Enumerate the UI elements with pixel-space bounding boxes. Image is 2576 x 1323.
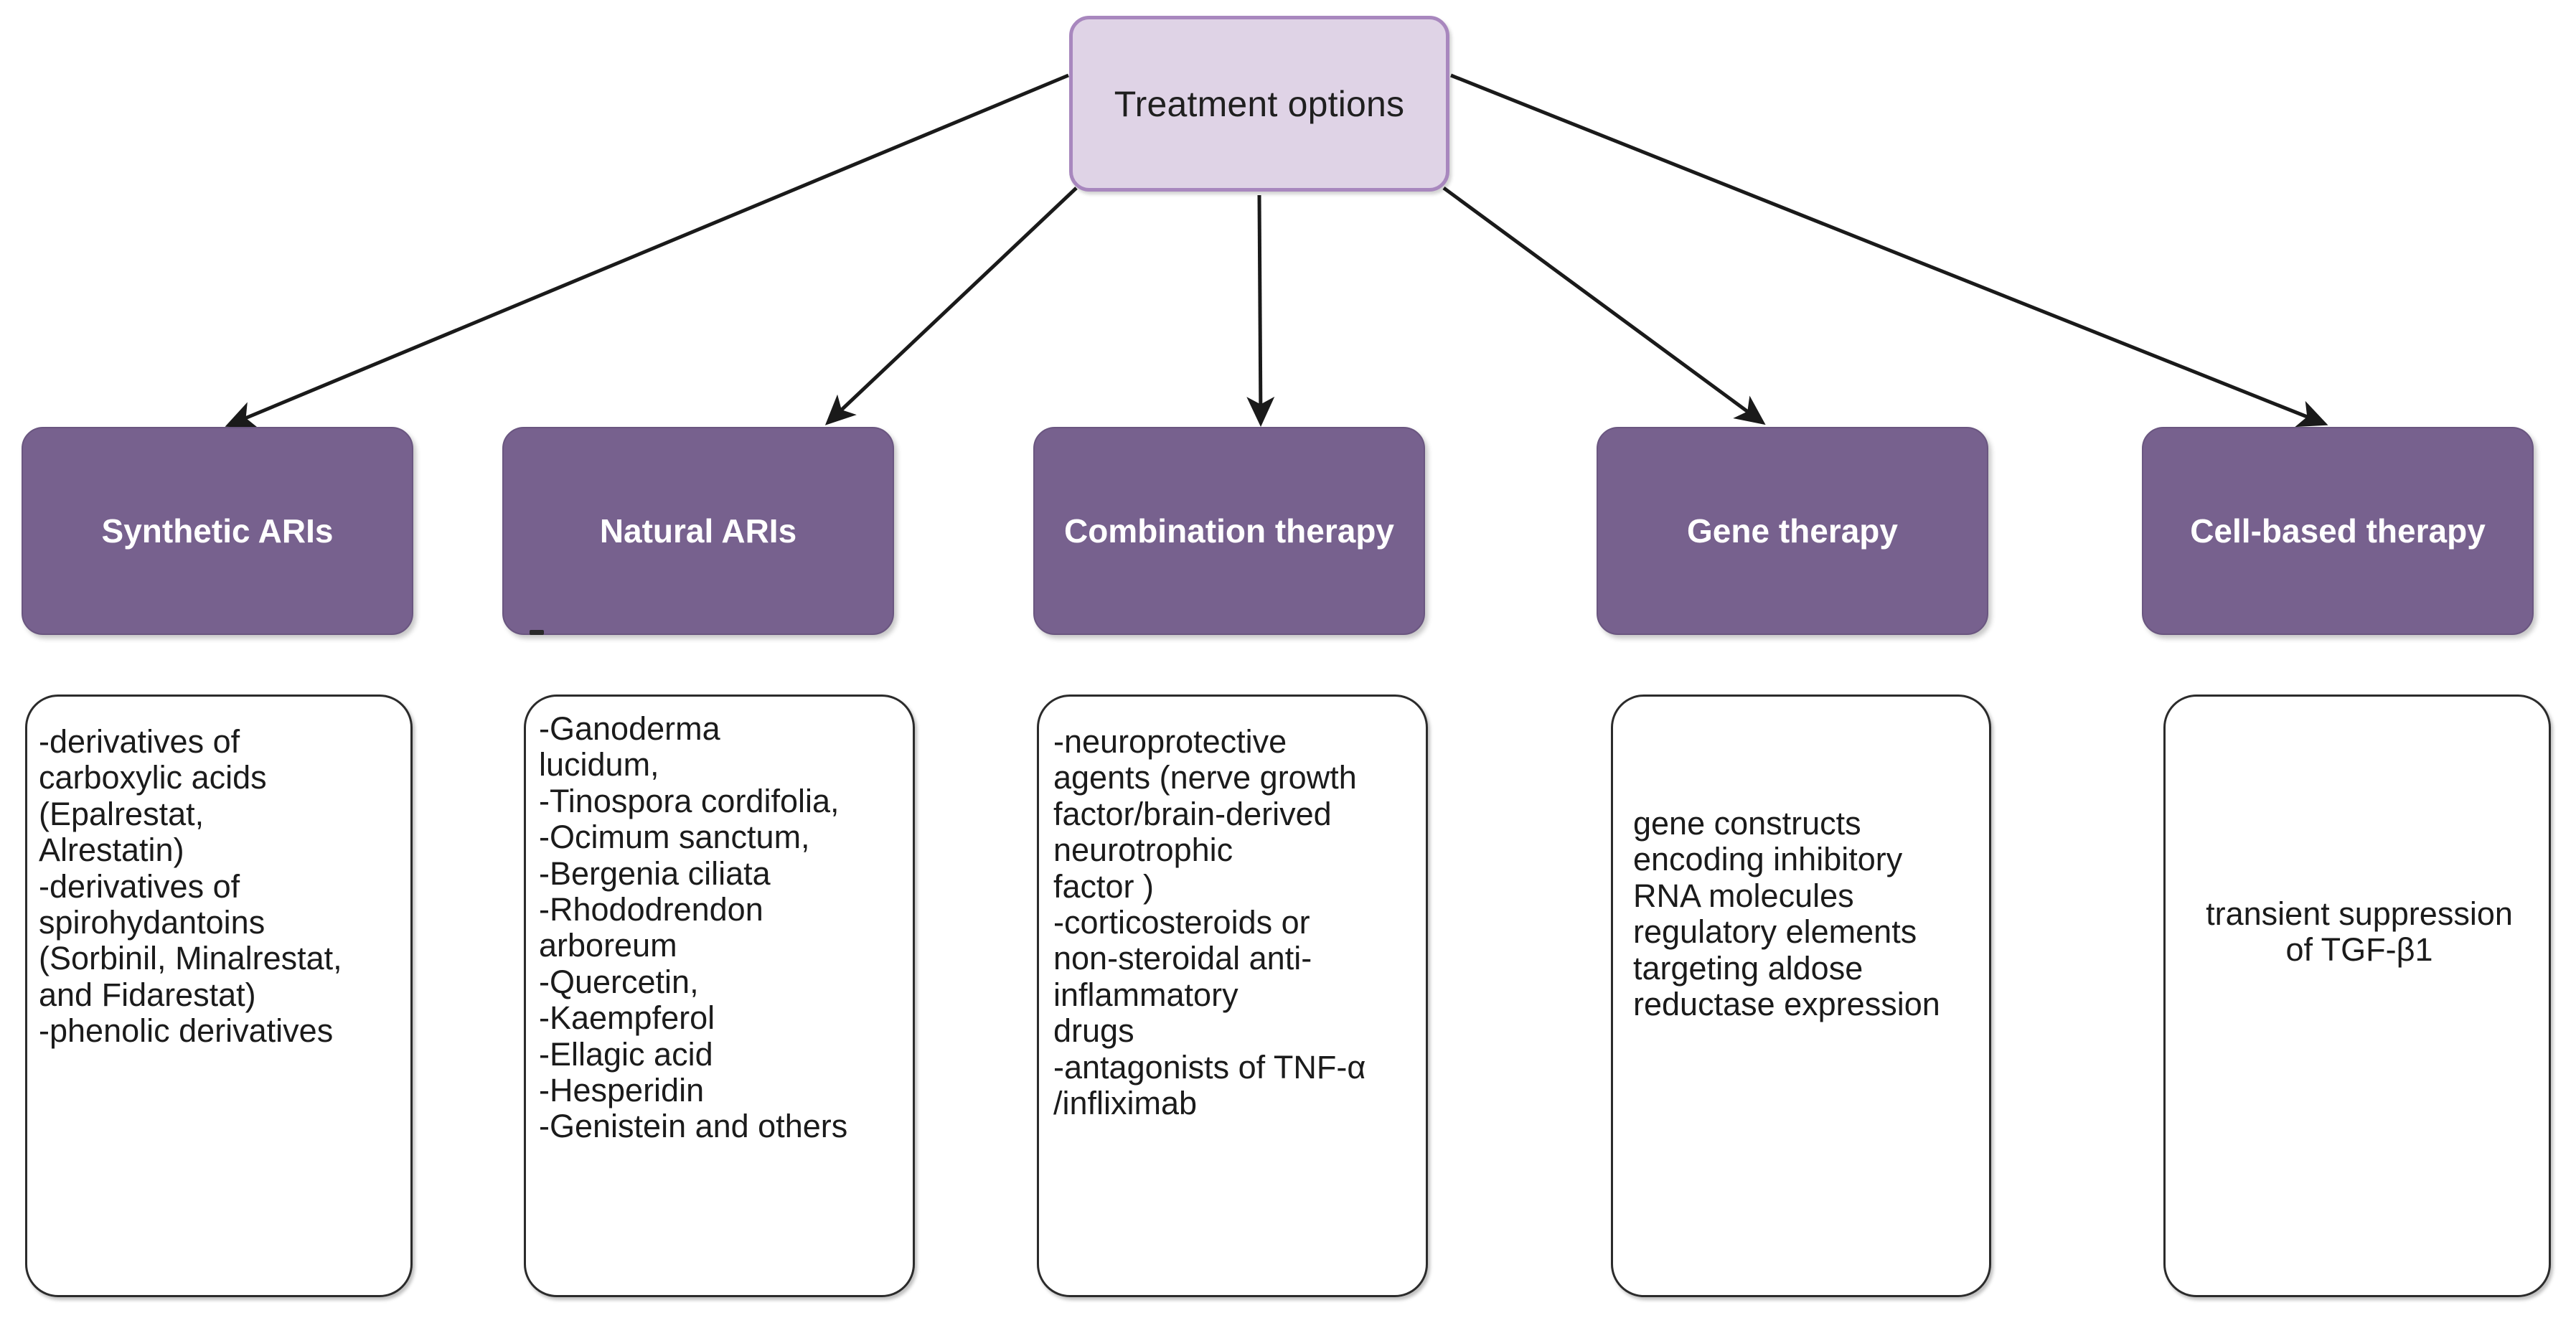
edge-root-to-gene-therapy [1442,186,1766,425]
detail-box-synthetic-aris[interactable]: -derivatives of carboxylic acids (Epalre… [25,695,413,1297]
detail-box-text: gene constructs encoding inhibitory RNA … [1633,805,1940,1022]
stray-tick-mark [530,630,544,635]
category-node-natural-aris[interactable]: Natural ARIs [502,427,894,635]
category-node-label: Synthetic ARIs [101,512,334,550]
root-node-treatment-options[interactable]: Treatment options [1069,16,1449,192]
category-node-gene-therapy[interactable]: Gene therapy [1597,427,1988,635]
detail-box-text: transient suppression of TGF-β1 [2206,895,2513,969]
edge-root-to-combination-therapy [1246,194,1275,427]
category-node-combination-therapy[interactable]: Combination therapy [1033,427,1425,635]
category-node-label: Combination therapy [1063,512,1395,550]
edge-root-to-natural-aris [824,187,1078,425]
detail-box-combination-therapy[interactable]: -neuroprotective agents (nerve growth fa… [1037,695,1428,1297]
detail-box-natural-aris[interactable]: -Ganoderma lucidum, -Tinospora cordifoli… [524,695,915,1297]
detail-box-text: -derivatives of carboxylic acids (Epalre… [39,723,342,1050]
detail-box-text: -neuroprotective agents (nerve growth fa… [1053,723,1366,1121]
category-node-label: Gene therapy [1687,512,1898,550]
detail-box-text: -Ganoderma lucidum, -Tinospora cordifoli… [539,710,848,1145]
category-node-cell-based-therapy[interactable]: Cell-based therapy [2142,427,2534,635]
category-node-label: Natural ARIs [599,512,797,550]
detail-box-cell-based-therapy[interactable]: transient suppression of TGF-β1 [2163,695,2551,1297]
detail-box-gene-therapy[interactable]: gene constructs encoding inhibitory RNA … [1611,695,1991,1297]
category-node-synthetic-aris[interactable]: Synthetic ARIs [22,427,413,635]
category-node-label: Cell-based therapy [2190,512,2486,550]
edge-root-to-cell-based-therapy [1450,73,2328,428]
root-node-label: Treatment options [1114,83,1405,124]
edge-root-to-synthetic-aris [225,73,1069,428]
